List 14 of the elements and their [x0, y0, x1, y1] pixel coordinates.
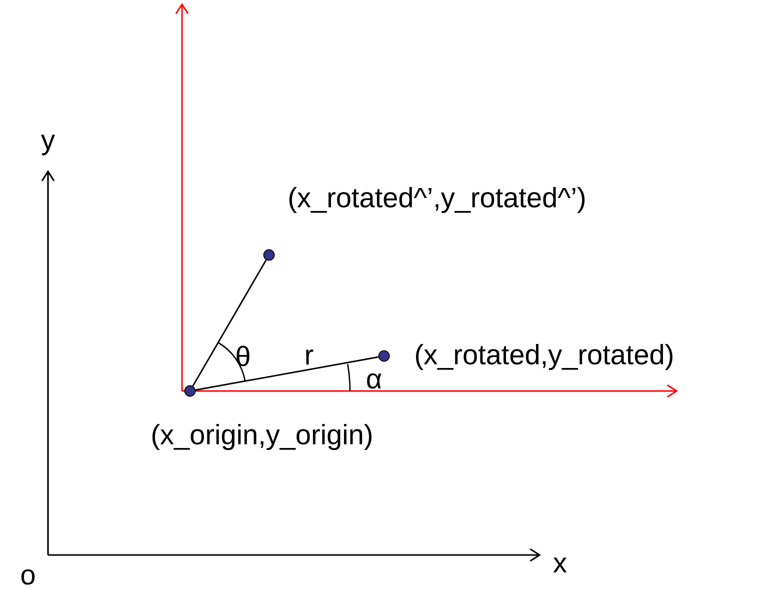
axis-label: y	[41, 134, 55, 156]
point-label: (x_origin,y_origin)	[152, 424, 372, 450]
point-marker	[378, 350, 390, 362]
line-segment	[196, 356, 378, 391]
length-label: r	[306, 349, 314, 365]
point-marker	[184, 385, 196, 397]
point-label: (x_rotated,y_rotated)	[416, 344, 672, 370]
line-segment	[192, 260, 267, 386]
point-label: (x_rotated^’,y_rotated^’)	[289, 186, 585, 214]
axis-label: x	[553, 558, 567, 572]
angle-label: θ	[236, 346, 250, 366]
angle-label: α	[367, 373, 382, 389]
point-marker	[263, 249, 275, 261]
origin-label: o	[21, 569, 35, 585]
